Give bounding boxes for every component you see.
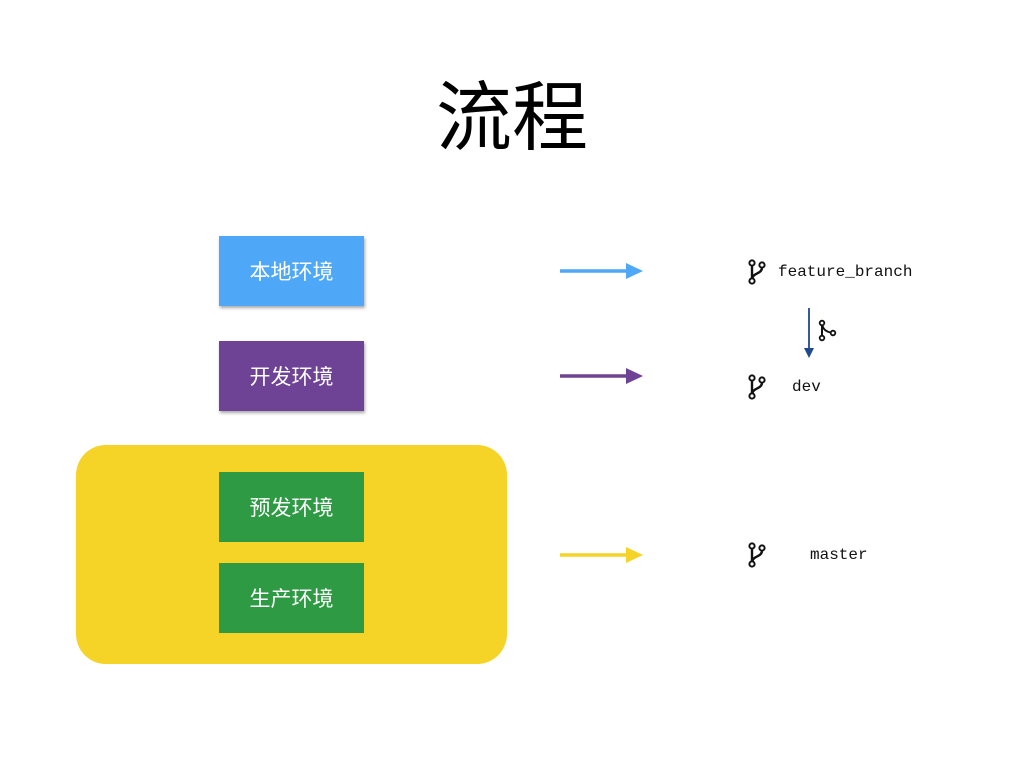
arrow-local-to-feature: [560, 263, 643, 279]
arrow-dev-to-dev: [560, 368, 643, 384]
page-title: 流程: [436, 73, 588, 162]
env-box-prod: 生产环境: [219, 563, 364, 633]
merge-arrow: [804, 308, 837, 358]
git-branch-icon: [748, 542, 766, 568]
git-branch-icon: [748, 259, 766, 285]
branch-label-dev: dev: [792, 378, 821, 396]
git-branch-icon: [748, 374, 766, 400]
env-box-dev: 开发环境: [219, 341, 364, 411]
env-box-pre: 预发环境: [219, 472, 364, 542]
env-box-local: 本地环境: [219, 236, 364, 306]
branch-dev: dev: [746, 373, 821, 401]
branch-label-feature: feature_branch: [778, 263, 913, 281]
branch-feature: feature_branch: [746, 258, 912, 286]
git-merge-icon: [818, 319, 837, 342]
arrow-prod-to-master: [560, 547, 643, 563]
branch-master: master: [746, 541, 868, 569]
branch-label-master: master: [810, 546, 868, 564]
